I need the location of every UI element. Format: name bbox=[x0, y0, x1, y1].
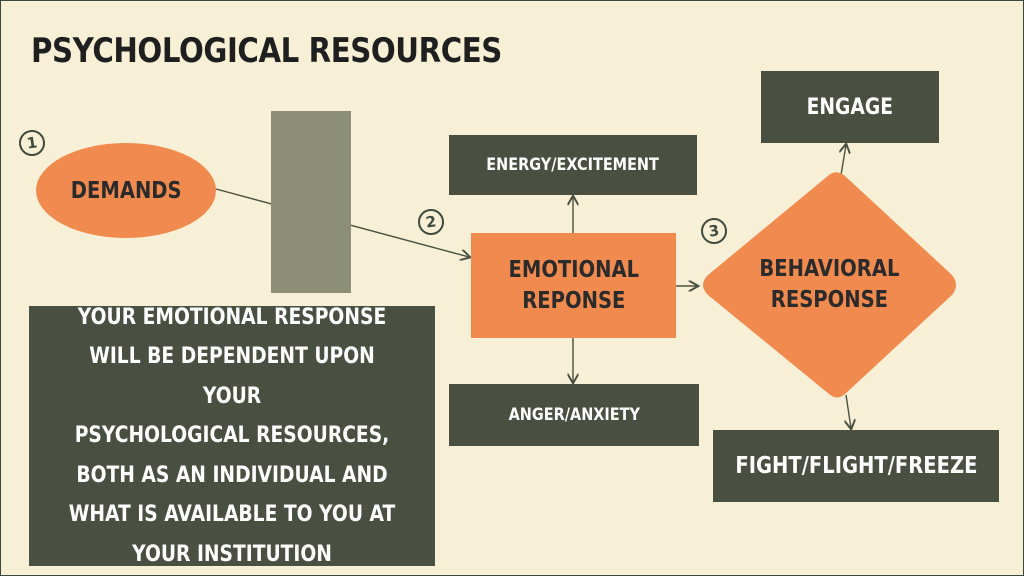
behavioral-response-text-area: BEHAVIORAL RESPONSE bbox=[698, 169, 960, 401]
emotional-response-node: EMOTIONAL REPONSE bbox=[471, 233, 676, 338]
behavioral-response-label: BEHAVIORAL RESPONSE bbox=[758, 256, 900, 313]
emotional-response-label: EMOTIONAL REPONSE bbox=[508, 256, 639, 314]
slide-title: PSYCHOLOGICAL RESOURCES bbox=[31, 31, 502, 71]
info-box: YOUR EMOTIONAL RESPONSE WILL BE DEPENDEN… bbox=[29, 305, 435, 567]
arrow-behavioral-to-engage bbox=[841, 145, 846, 176]
engage-label: ENGAGE bbox=[806, 94, 894, 120]
arrow-behavioral-to-fight bbox=[846, 394, 851, 428]
energy-excitement-label: ENERGY/EXCITEMENT bbox=[486, 155, 660, 175]
anger-anxiety-label: ANGER/ANXIETY bbox=[508, 405, 640, 425]
demands-node: DEMANDS bbox=[36, 143, 216, 238]
demands-label: DEMANDS bbox=[70, 177, 182, 204]
fight-flight-freeze-node: FIGHT/FLIGHT/FREEZE bbox=[713, 430, 999, 502]
fight-flight-freeze-label: FIGHT/FLIGHT/FREEZE bbox=[734, 453, 978, 479]
energy-excitement-node: ENERGY/EXCITEMENT bbox=[449, 135, 697, 195]
engage-node: ENGAGE bbox=[761, 71, 939, 143]
info-box-text: YOUR EMOTIONAL RESPONSE WILL BE DEPENDEN… bbox=[68, 304, 396, 567]
behavioral-response-node: BEHAVIORAL RESPONSE bbox=[698, 169, 960, 401]
resource-barrier bbox=[271, 111, 351, 293]
anger-anxiety-node: ANGER/ANXIETY bbox=[449, 384, 699, 446]
behavioral-diamond-shape bbox=[703, 172, 956, 398]
step-number-2: 2 bbox=[424, 212, 438, 232]
step-number-1: 1 bbox=[25, 133, 39, 153]
